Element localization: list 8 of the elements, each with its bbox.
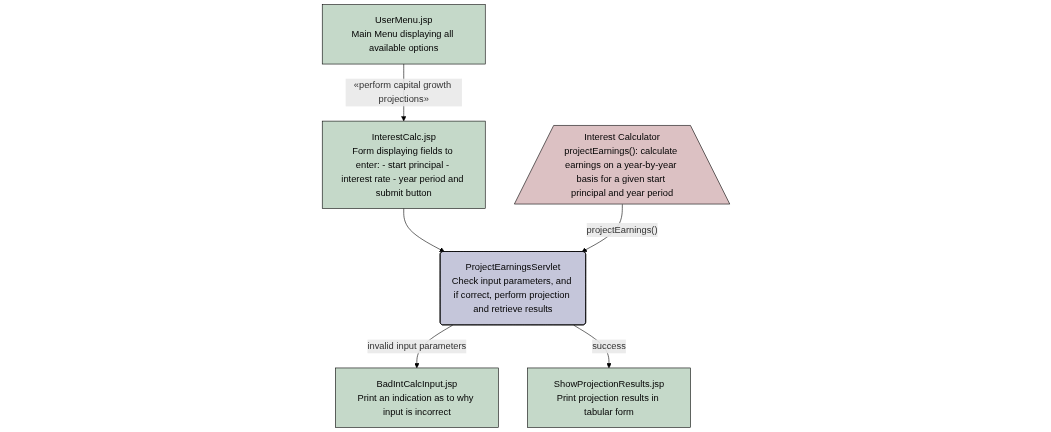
node-box: BadIntCalcInput.jsp Print an indication as to why input is incorrect <box>334 367 499 428</box>
node-box: InterestCalc.jsp Form displaying fields to enter: - start principal - interest rate - year period and submit button <box>321 120 486 209</box>
node-box: ShowProjectionResults.jsp Print projection results in tabular form <box>526 367 691 428</box>
edge-label: projectEarnings() <box>586 224 658 235</box>
edge-label: invalid input parameters <box>366 341 466 352</box>
edge-label: «perform capital growth projections» <box>353 80 451 105</box>
edge-label: success <box>591 341 626 352</box>
node-box: UserMenu.jsp Main Menu displaying all available options <box>321 4 486 65</box>
